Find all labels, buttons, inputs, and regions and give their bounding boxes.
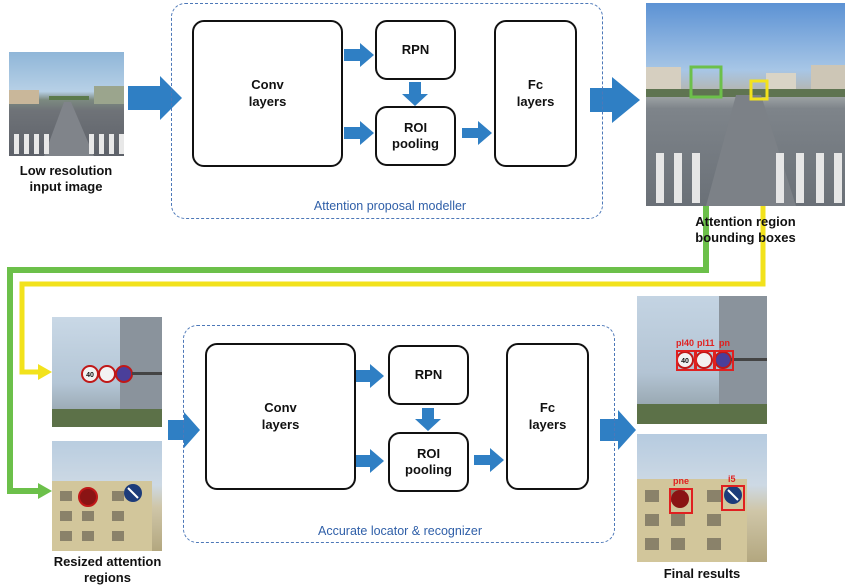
accurate-locator-recognizer-title: Accurate locator & recognizer (318, 524, 482, 538)
arrow-conv2-to-rpn (356, 364, 384, 388)
arrow-fc2-to-final (600, 410, 636, 450)
conv-layers-block: Conv layers (192, 20, 343, 167)
detection-label-i5: i5 (728, 474, 736, 484)
attention-proposal-modeller-title: Attention proposal modeller (313, 199, 467, 213)
accurate-locator-recognizer-module (183, 325, 615, 543)
arrow-roi2-to-fc (474, 448, 504, 472)
fc-layers-block: Fc layers (494, 20, 577, 167)
attention-region-image (646, 3, 845, 206)
final-result-image-top: 40 (637, 296, 767, 424)
green-route-arrowhead (38, 483, 52, 499)
road-scene-drawing (9, 86, 124, 156)
final-bottom-drawing (637, 479, 747, 562)
yellow-route-arrowhead (38, 364, 52, 380)
arrow-conv-to-rpn (344, 43, 374, 67)
roi-pooling-block-2: ROI pooling (388, 432, 469, 492)
yellow-route-line (19, 96, 766, 375)
detection-label-pl11: pl11 (697, 338, 715, 348)
svg-text:40: 40 (86, 372, 94, 379)
detection-box-pl11 (695, 350, 715, 371)
detection-box-pl40 (676, 350, 696, 371)
green-route-line (7, 92, 709, 494)
resized-attention-region-bottom (52, 441, 162, 551)
arrow-roi-to-fc (462, 121, 492, 145)
roi-pooling-block: ROI pooling (375, 106, 456, 166)
detection-label-pl40: pl40 (676, 338, 695, 348)
final-result-image-bottom (637, 434, 767, 562)
final-top-drawing: 40 (637, 296, 767, 424)
input-image-caption: Low resolution input image (19, 163, 113, 195)
arrow-input-to-conv (128, 76, 182, 120)
detection-label-pne: pne (673, 476, 690, 486)
detection-box-i5 (721, 485, 745, 511)
final-results-caption: Final results (663, 566, 741, 581)
resized-regions-caption: Resized attention regions (53, 554, 162, 586)
arrow-resized-to-conv (168, 412, 200, 448)
arrow-conv-to-roi (344, 121, 374, 145)
traffic-sign-crop-drawing: 40 (52, 317, 162, 427)
attention-proposal-modeller-module (171, 3, 603, 219)
rpn-block: RPN (375, 20, 456, 80)
building-sign-crop-drawing (52, 481, 152, 551)
conv-layers-block-2: Conv layers (205, 343, 356, 490)
arrow-conv2-to-roi (356, 449, 384, 473)
detection-box-pne (669, 488, 693, 514)
detection-label-pn: pn (719, 338, 730, 348)
speed-sign-text: 40 (681, 358, 689, 365)
street-scene-drawing (646, 65, 845, 206)
resized-attention-region-top: 40 (52, 317, 162, 427)
rpn-block-2: RPN (388, 345, 469, 405)
arrow-rpn2-to-roi (415, 408, 441, 431)
fc-layers-block-2: Fc layers (506, 343, 589, 490)
arrow-rpn-to-roi (402, 82, 428, 106)
low-resolution-input-image (9, 52, 124, 156)
detection-box-pn (714, 350, 734, 371)
bounding-boxes-caption: Attention region bounding boxes (695, 214, 796, 246)
